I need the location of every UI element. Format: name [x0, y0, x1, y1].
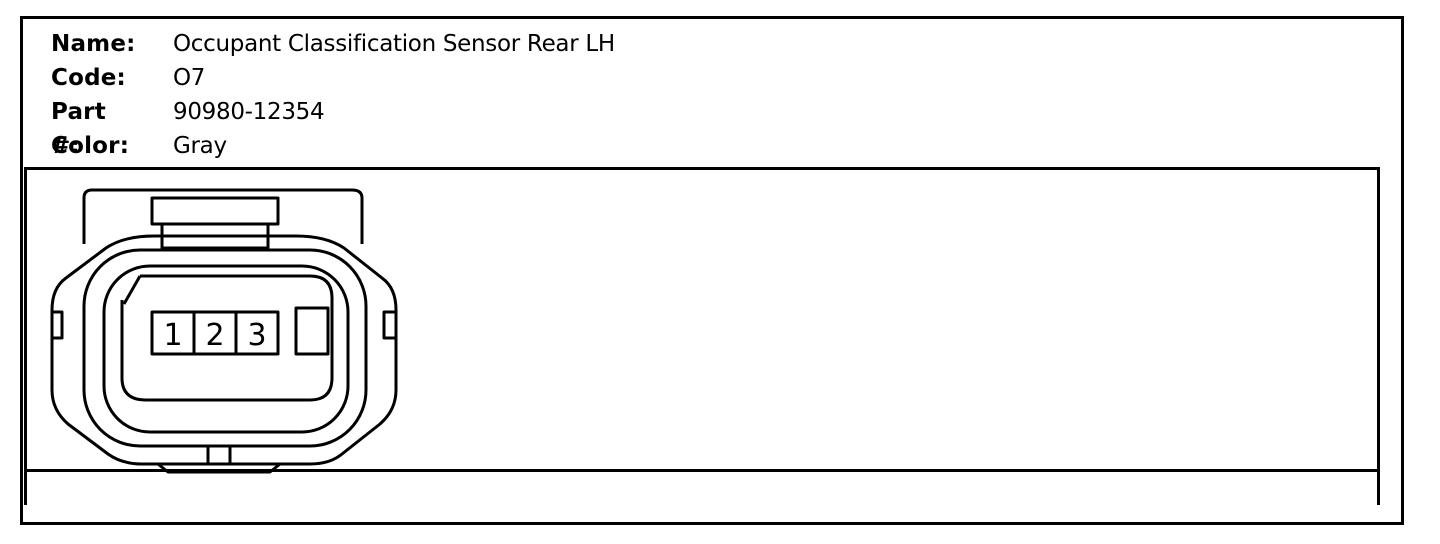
latch-tab	[150, 196, 280, 226]
connector-inner-ring-2	[102, 264, 350, 434]
pin-label-3: 3	[247, 318, 266, 353]
name-label: Name:	[51, 31, 136, 57]
pin-box-2	[192, 310, 238, 356]
part-label: Part #:	[51, 99, 106, 159]
part-value: 90980-12354	[173, 99, 325, 125]
color-value: Gray	[173, 133, 227, 159]
bottom-key	[206, 444, 232, 464]
terminal-cavity	[120, 274, 334, 402]
right-key	[382, 310, 396, 340]
latch-housing	[82, 188, 364, 244]
lock-block	[294, 306, 330, 356]
color-label: Color:	[51, 133, 130, 159]
bottom-foot	[157, 462, 281, 474]
connector-outer-shell	[50, 234, 398, 466]
connector-inner-ring	[82, 248, 368, 448]
left-key	[52, 310, 64, 340]
name-value: Occupant Classification Sensor Rear LH	[173, 31, 615, 57]
connector-face-drawing: 1 2 3	[50, 188, 398, 474]
code-label: Code:	[51, 65, 126, 91]
connector-diagram-panel	[24, 167, 1380, 505]
pin-label-2: 2	[205, 318, 224, 353]
diagram-footer-strip	[24, 469, 1380, 505]
pin-box-3	[234, 310, 280, 356]
pin-row	[150, 310, 280, 356]
connector-sheet: Name: Occupant Classification Sensor Rea…	[20, 16, 1404, 525]
pin-label-1: 1	[163, 318, 182, 353]
code-value: O7	[173, 65, 206, 91]
